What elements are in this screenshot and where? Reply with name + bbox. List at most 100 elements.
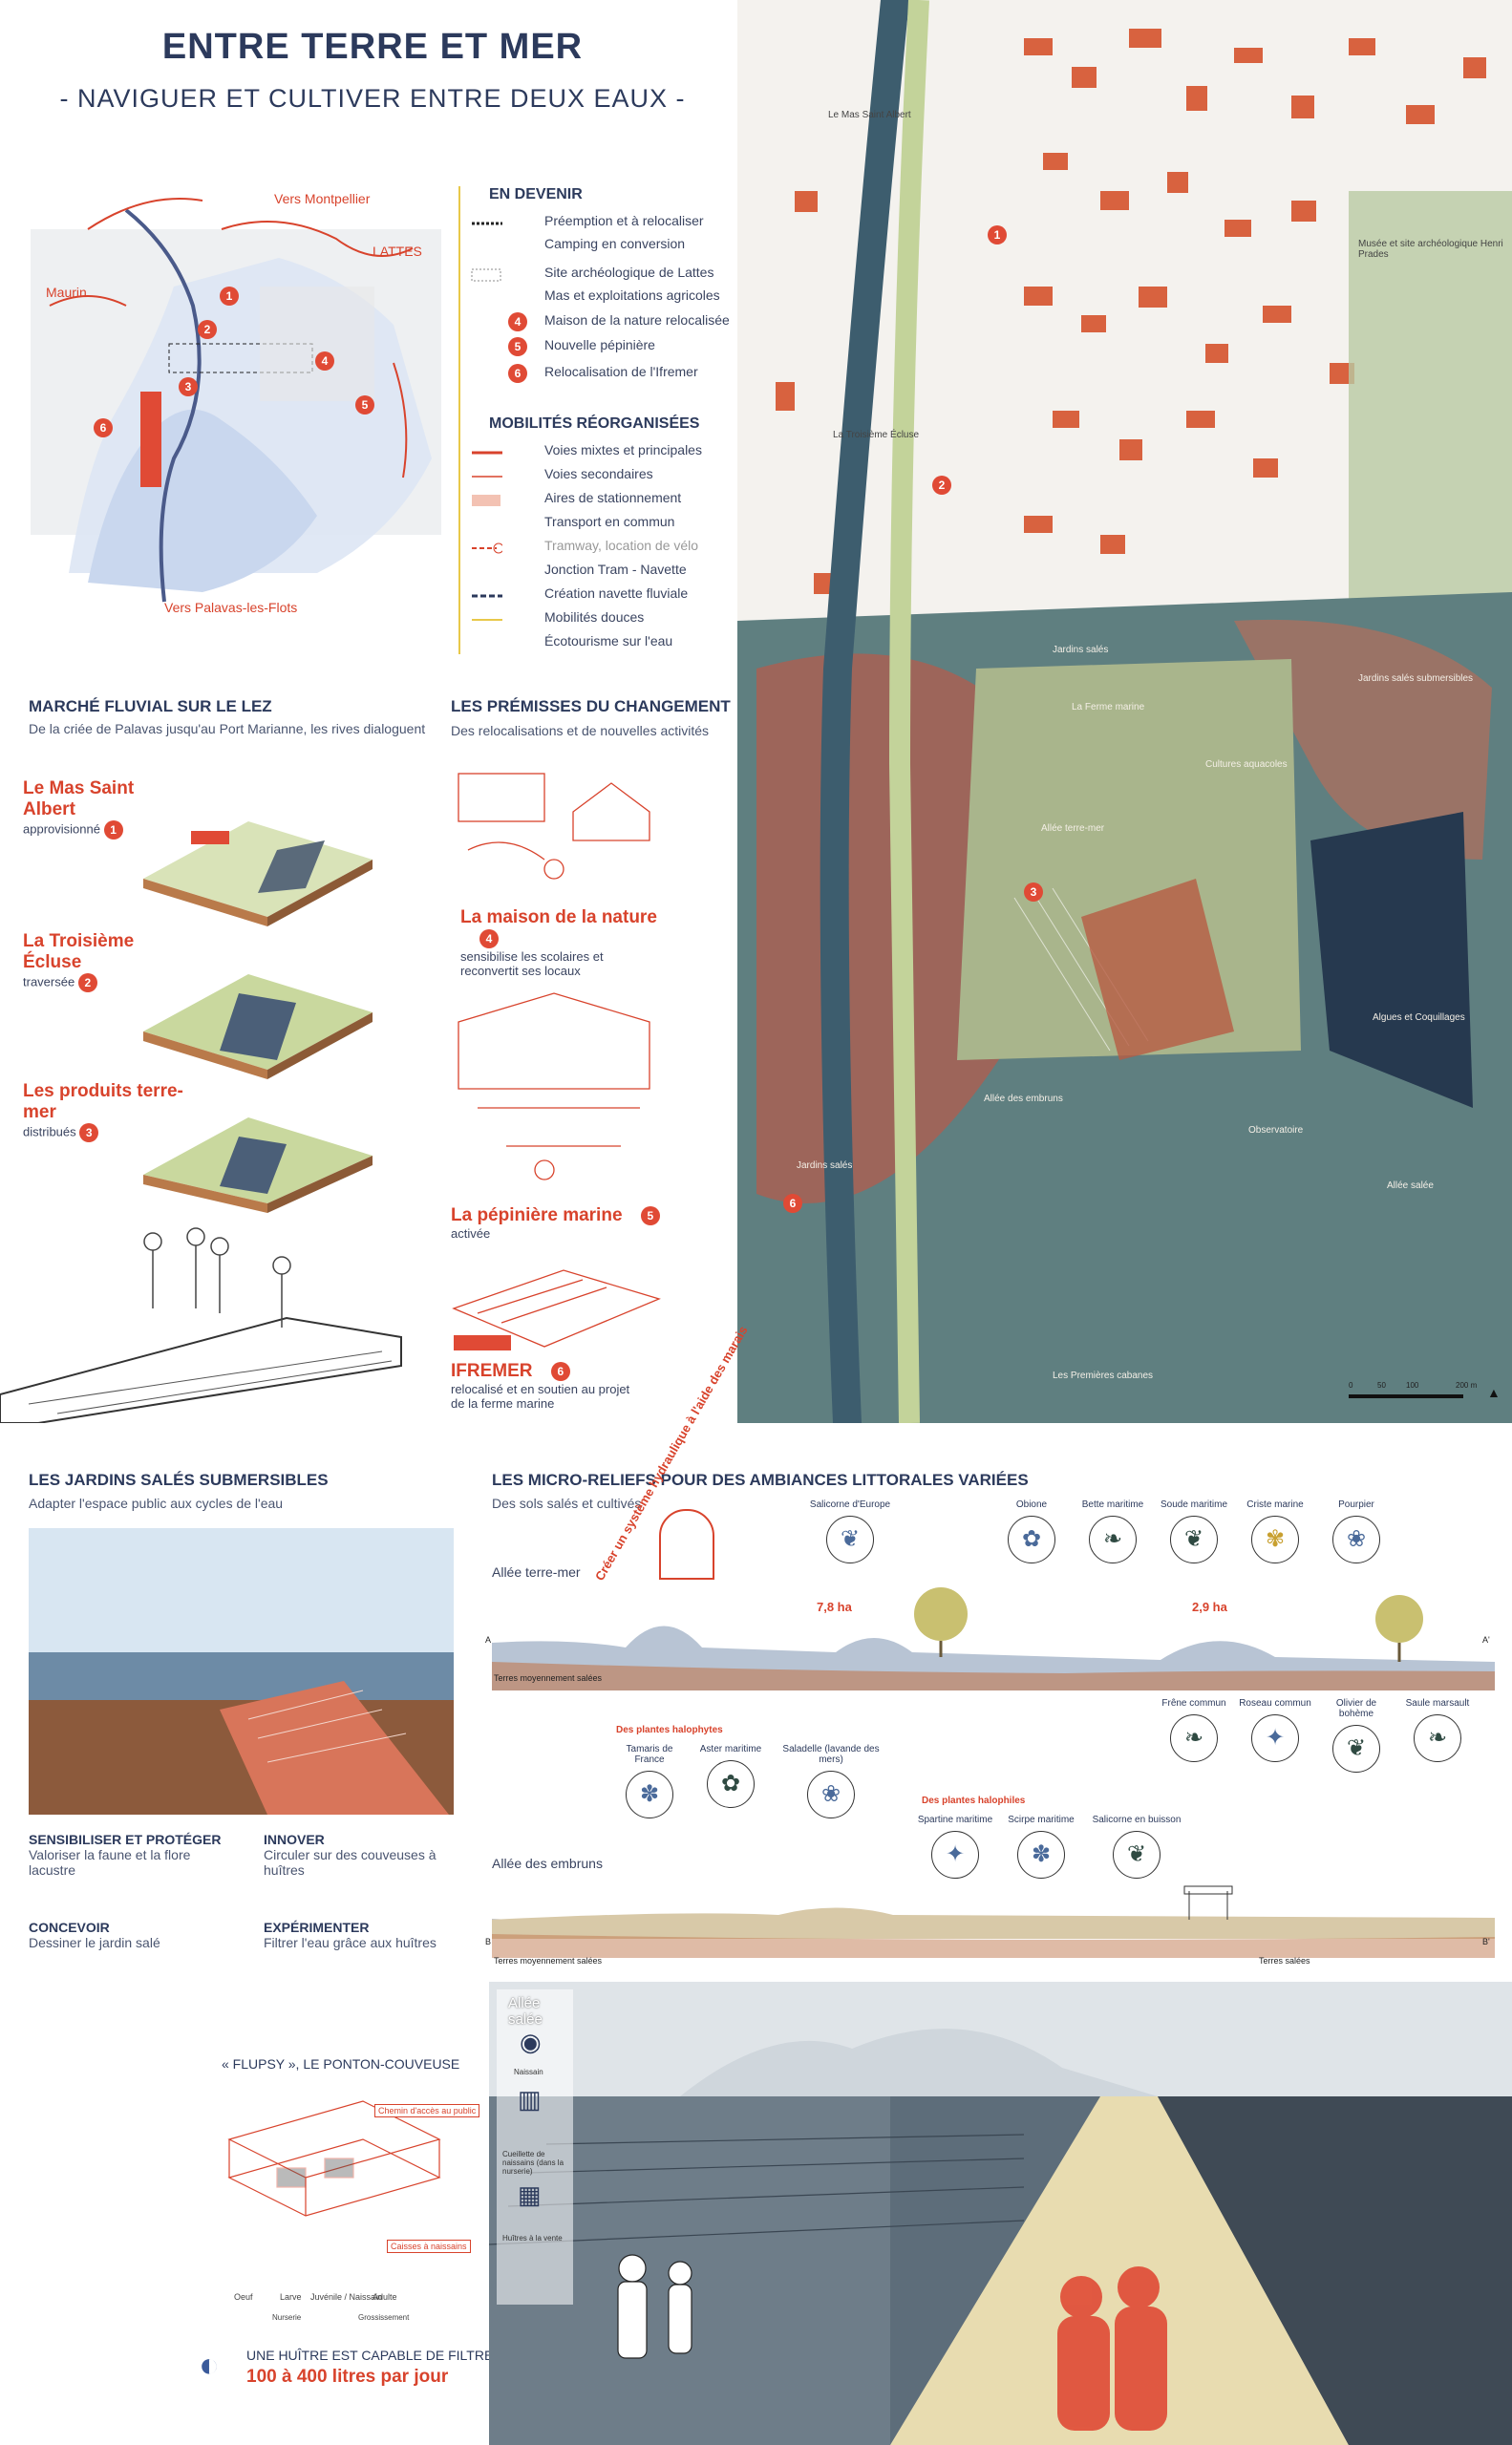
map-label: Jardins salés submersibles — [1358, 673, 1474, 684]
jardins-block-3: CONCEVOIR Dessiner le jardin salé — [29, 1920, 160, 1950]
allee-terre-mer-label: Allée terre-mer — [492, 1564, 581, 1580]
jardins-block-1: SENSIBILISER ET PROTÉGER Valoriser la fa… — [29, 1832, 222, 1878]
map-marker-1: 1 — [988, 225, 1007, 244]
north-arrow-icon: ▲ — [1487, 1385, 1501, 1400]
plant-icon: ❀ — [1332, 1516, 1380, 1563]
plant-card: Bette maritime ❧ — [1075, 1499, 1151, 1563]
marker-5: 5 — [355, 395, 374, 415]
marker-3: 3 — [179, 377, 198, 396]
legend: EN DEVENIR Préemption et à relocaliser C… — [458, 186, 737, 654]
oyster-basket-icon: ▦ — [518, 2180, 542, 2209]
overview-map-drawing — [31, 198, 441, 603]
micro-subtitle: Des sols salés et cultivés — [492, 1496, 642, 1511]
plant-card: Criste marine ✾ — [1237, 1499, 1313, 1563]
master-plan-map: Le Mas Saint Albert La Troisième Écluse … — [737, 0, 1512, 1423]
legend-devenir-title: EN DEVENIR — [489, 186, 583, 202]
shuttle-line-icon — [472, 594, 502, 598]
double-arrow-icon — [472, 451, 502, 455]
marker-2: 2 — [198, 320, 217, 339]
plant-card: Olivier de bohème ❦ — [1318, 1698, 1395, 1773]
plant-card: Salicorne d'Europe ❦ — [793, 1499, 907, 1563]
section-end-b-prime: B' — [1482, 1937, 1490, 1946]
oyster-icon: ◐ — [199, 2345, 220, 2384]
oyster-stages: Oeuf Larve Juvénile / Naissain Adulte Nu… — [234, 2292, 410, 2322]
marche-subtitle: De la criée de Palavas jusqu'au Port Mar… — [29, 721, 426, 736]
map-label: Les Premières cabanes — [1053, 1371, 1154, 1381]
scale-bar: 0 50 100 200 m ▲ — [1349, 1381, 1501, 1400]
plant-icon: ✽ — [1017, 1831, 1065, 1879]
section-end-b: B — [485, 1937, 492, 1946]
flupsy-label-chemin: Chemin d'accès au public — [374, 2104, 480, 2117]
plant-icon: ❦ — [1170, 1516, 1218, 1563]
plant-icon: ✽ — [626, 1771, 673, 1818]
plant-icon: ❧ — [1089, 1516, 1137, 1563]
dashed-line-icon — [472, 222, 502, 225]
soil-label: Terres salées — [1259, 1956, 1310, 1966]
plant-card: Tamaris de France ✽ — [611, 1744, 688, 1818]
jardins-block-4: EXPÉRIMENTER Filtrer l'eau grâce aux huî… — [264, 1920, 437, 1950]
premisses-title: LES PRÉMISSES DU CHANGEMENT — [451, 697, 731, 715]
sketch-relocalisation — [458, 773, 650, 880]
master-plan-drawing — [737, 0, 1512, 1423]
marche-item-3: Les produits terre-mer distribués 3 — [23, 1081, 214, 1142]
hatch-icon — [471, 268, 501, 282]
plant-card: Saule marsault ❧ — [1399, 1698, 1476, 1762]
section-end-a-prime: A' — [1482, 1635, 1490, 1645]
jardins-illustration — [29, 1528, 454, 1815]
oyster-fact-line1: UNE HUÎTRE EST CAPABLE DE FILTRER — [246, 2348, 503, 2363]
jardins-title: LES JARDINS SALÉS SUBMERSIBLES — [29, 1471, 329, 1489]
oyster-fact-line2: 100 à 400 litres par jour — [246, 2367, 449, 2387]
premisses-item-5: La pépinière marine 5 activée — [451, 1205, 690, 1241]
map-marker-3: 3 — [1024, 882, 1043, 902]
map-marker-6: 6 — [783, 1194, 802, 1213]
section-a-drawing — [492, 1587, 1495, 1690]
plant-card: Aster maritime ✿ — [692, 1744, 769, 1808]
map-label: Allée des embruns — [984, 1094, 1063, 1104]
marker-4: 4 — [315, 351, 334, 371]
plant-card: Pourpier ❀ — [1318, 1499, 1395, 1563]
plant-card: Scirpe maritime ✽ — [1003, 1815, 1079, 1879]
premisses-item-6: IFREMER 6 relocalisé et en soutien au pr… — [451, 1361, 630, 1411]
label-maurin: Maurin — [46, 285, 87, 300]
plant-icon: ❦ — [1113, 1831, 1161, 1879]
plant-icon: ❧ — [1414, 1714, 1461, 1762]
map-label: Jardins salés — [797, 1160, 853, 1171]
allee-salee-drawing — [489, 1982, 1512, 2445]
plant-card: Saladelle (lavande des mers) ❀ — [774, 1744, 888, 1818]
flupsy-diagram — [227, 2100, 441, 2217]
plant-card: Roseau commun ✦ — [1237, 1698, 1313, 1762]
plant-card: Obione ✿ — [993, 1499, 1070, 1563]
map-label: Jardins salés — [1053, 645, 1109, 655]
oyster-bag-icon: ▥ — [518, 2085, 542, 2114]
sketch-maison-nature — [458, 992, 650, 1180]
map-marker-2: 2 — [932, 476, 951, 495]
legend-devenir-list: Préemption et à relocaliser Camping en c… — [470, 213, 747, 414]
plant-icon: ❦ — [826, 1516, 874, 1563]
block-diagram-ecluse — [143, 974, 373, 1079]
map-label: Allée salée — [1387, 1180, 1434, 1191]
plant-card: Spartine maritime ✦ — [917, 1815, 993, 1879]
boat-market-sketch — [0, 1227, 402, 1423]
plant-icon: ❀ — [807, 1771, 855, 1818]
hydraulic-label-box: Créer un système hydraulique à l'aide de… — [592, 1323, 751, 1584]
plant-card: Salicorne en buisson ❦ — [1089, 1815, 1184, 1879]
allee-salee-illustration: Allée salée ◉ Naissain ▥ Cueillette de n… — [489, 1982, 1512, 2445]
legend-mobilites-list: Voies mixtes et principales Voies second… — [470, 442, 747, 662]
oyster-cluster-icon: ◉ — [520, 2028, 542, 2056]
overview-map: Vers Montpellier LATTES Maurin Vers Pala… — [31, 172, 441, 621]
map-label: Observatoire — [1248, 1125, 1304, 1136]
jardins-block-2: INNOVER Circuler sur des couveuses à huî… — [264, 1832, 437, 1878]
soil-label: Terres moyennement salées — [494, 1956, 603, 1966]
allee-embruns-label: Allée des embruns — [492, 1856, 603, 1871]
plant-icon: ✦ — [931, 1831, 979, 1879]
jardins-subtitle: Adapter l'espace public aux cycles de l'… — [29, 1496, 284, 1511]
flupsy-title: « FLUPSY », LE PONTON-COUVEUSE — [222, 2056, 460, 2072]
map-label: Allée terre-mer — [1041, 823, 1105, 834]
tram-line-icon — [472, 542, 502, 554]
halophiles-label: Des plantes halophiles — [922, 1796, 1026, 1806]
plant-card: Soude maritime ❦ — [1156, 1499, 1232, 1563]
area-label: 7,8 ha — [817, 1600, 852, 1614]
marche-item-1: Le Mas Saint Albert approvisionné 1 — [23, 778, 185, 840]
lock-gate-icon — [659, 1509, 714, 1580]
plant-icon: ✿ — [707, 1760, 755, 1808]
